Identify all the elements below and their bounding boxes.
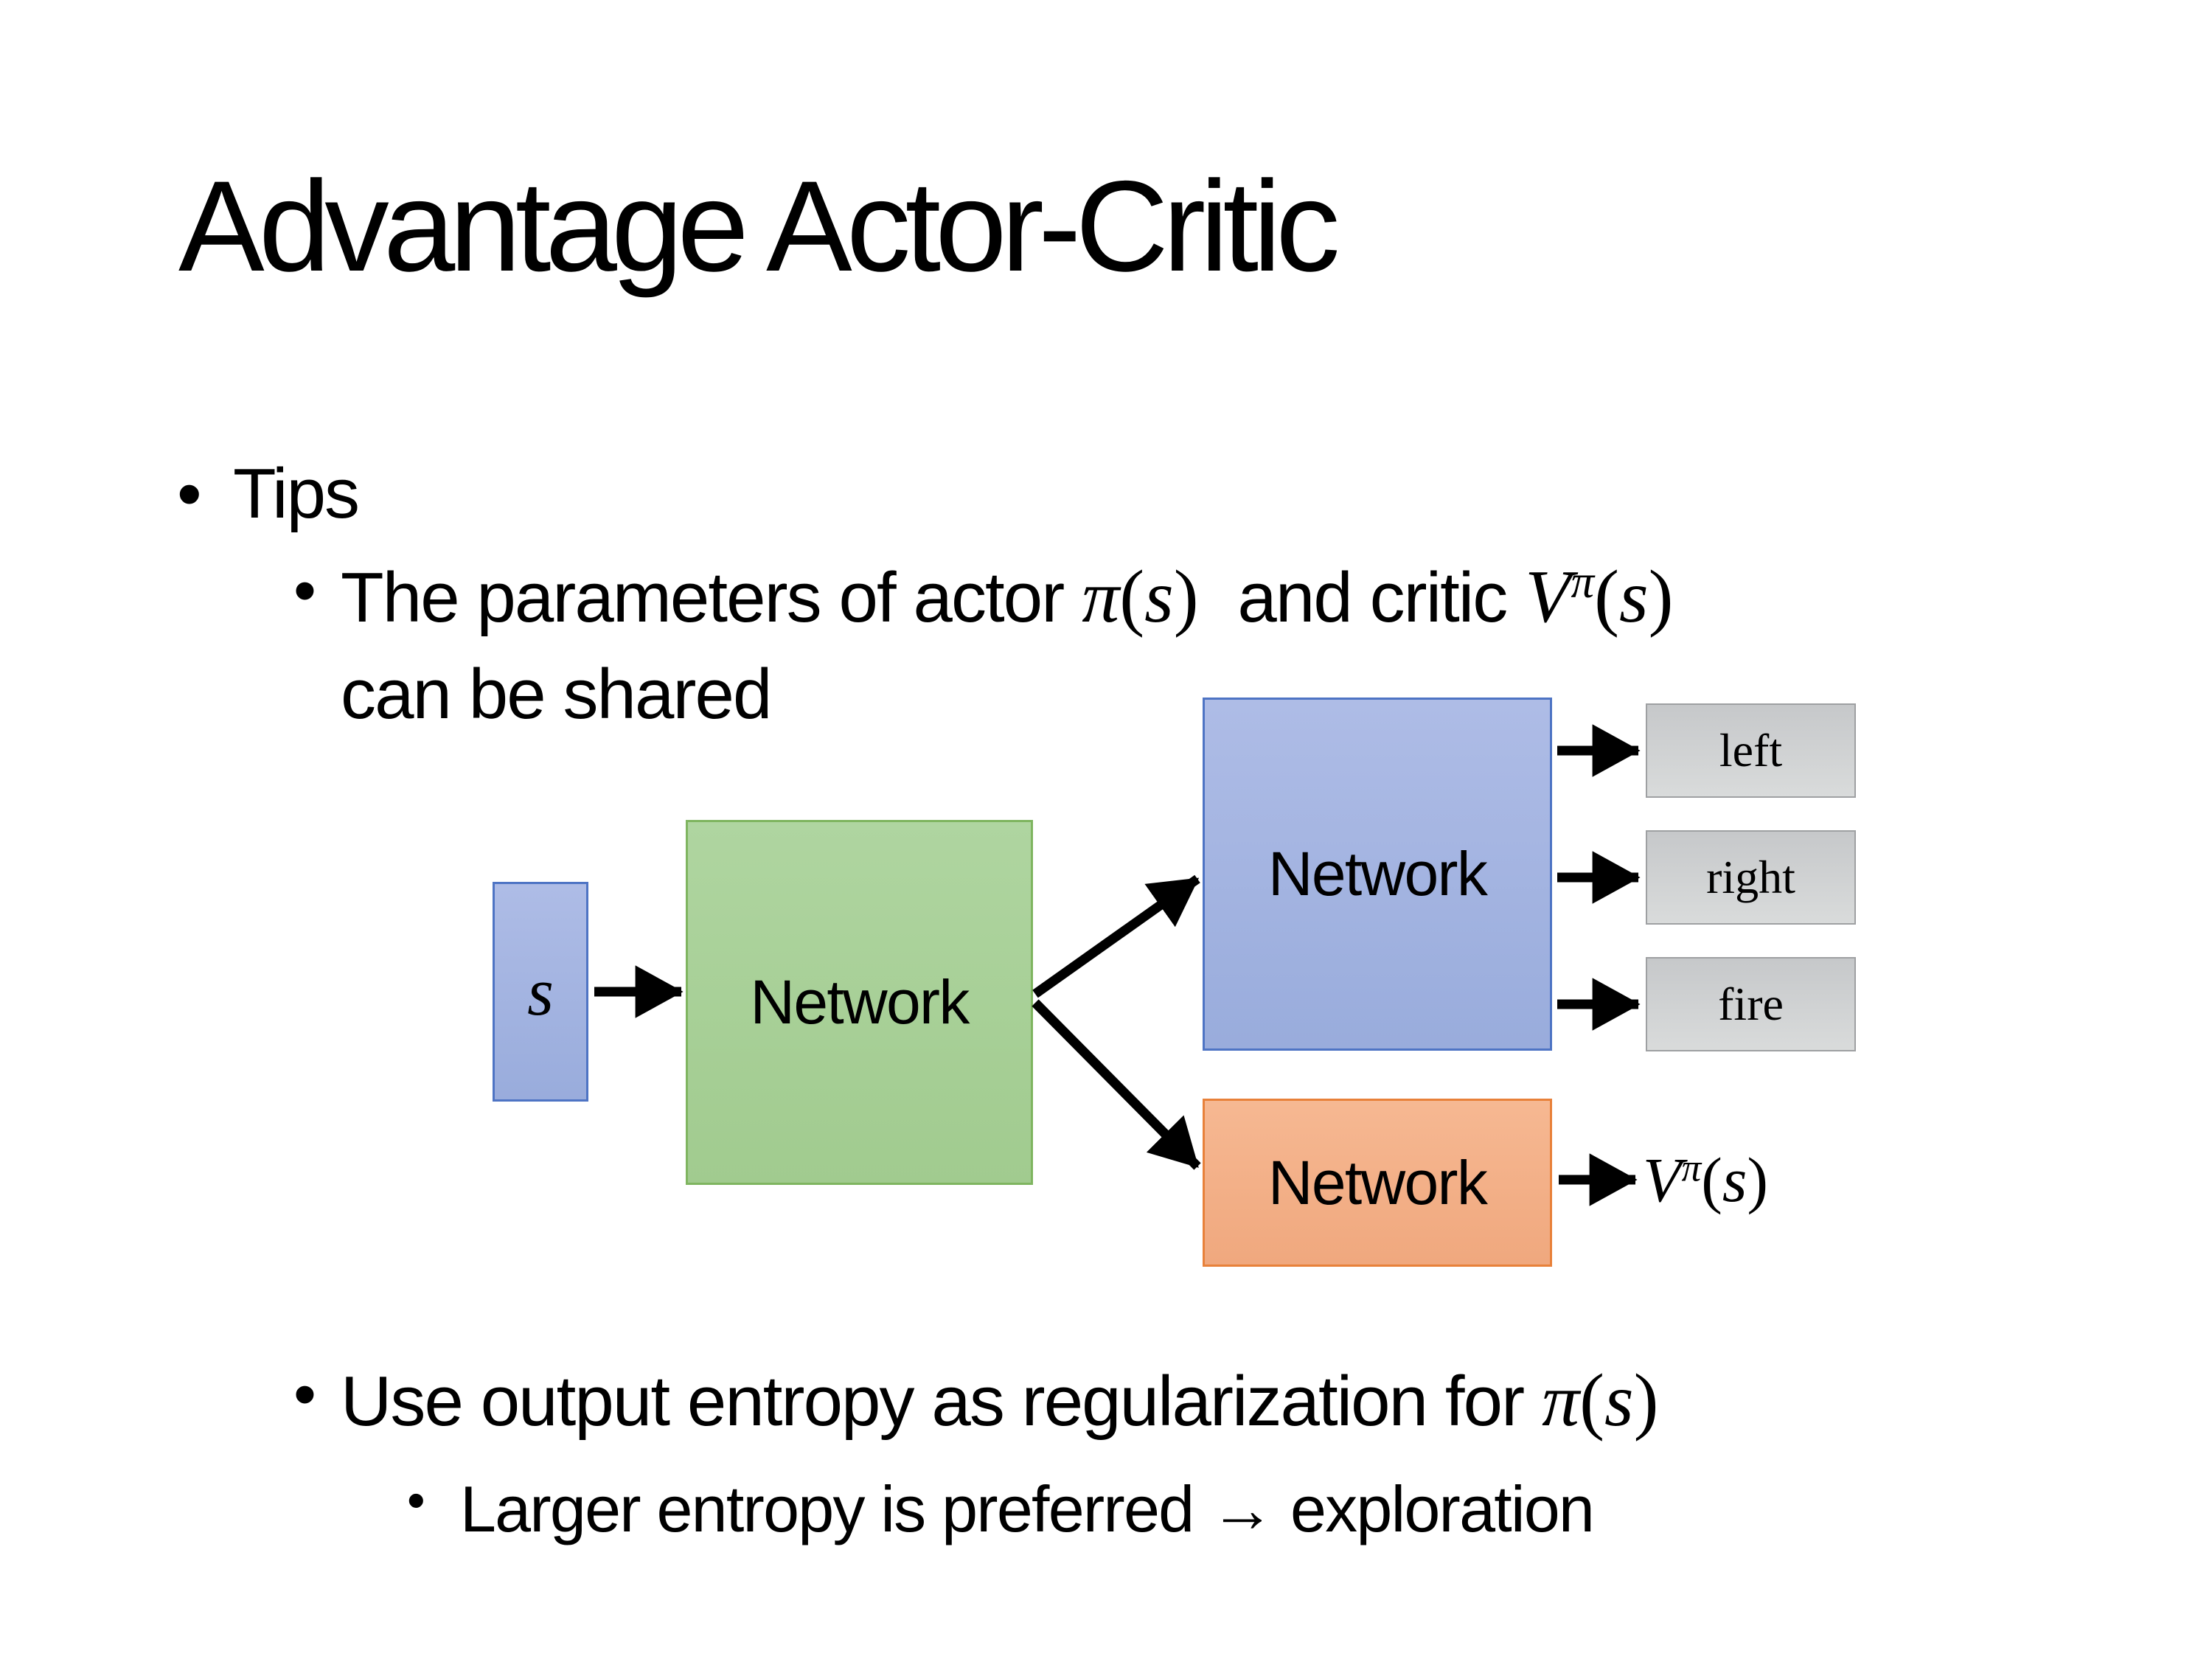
bullet-entropy-text: Use output entropy as regularization for… bbox=[341, 1351, 1658, 1451]
action-label: right bbox=[1706, 851, 1795, 903]
action-label: left bbox=[1719, 724, 1783, 776]
value-output-label: Vπ(s) bbox=[1643, 1121, 1768, 1239]
slide-title: Advantage Actor-Critic bbox=[178, 155, 1340, 299]
state-label: s bbox=[527, 954, 554, 1029]
math-pi-s: π(s) bbox=[1082, 555, 1199, 639]
bullet-shared-line2: can be shared bbox=[341, 655, 772, 734]
bullet-entropy-regularization: • Use output entropy as regularization f… bbox=[293, 1351, 1658, 1451]
action-label: fire bbox=[1718, 978, 1784, 1030]
math-v-pi-s: Vπ(s) bbox=[1643, 1144, 1769, 1215]
bullet-glyph: • bbox=[177, 454, 202, 533]
bullet-glyph: • bbox=[293, 1357, 316, 1430]
critic-network-box: Network bbox=[1203, 1099, 1552, 1267]
arrow-shared-to-actor bbox=[1032, 874, 1200, 998]
state-input-box: s bbox=[493, 882, 588, 1102]
entropy-text-before: Use output entropy as regularization for bbox=[341, 1362, 1525, 1441]
bullet-tips-label: Tips bbox=[233, 454, 360, 533]
shared-network-box: Network bbox=[686, 820, 1033, 1185]
shared-network-label: Network bbox=[750, 967, 970, 1037]
bullet-exploration: • Larger entropy is preferred → explorat… bbox=[407, 1466, 1595, 1553]
actor-network-label: Network bbox=[1267, 839, 1488, 908]
bullet-tips: • Tips bbox=[177, 447, 360, 542]
critic-network-label: Network bbox=[1267, 1147, 1488, 1217]
bullet-glyph: • bbox=[293, 554, 316, 627]
math-v-pi-s: Vπ(s) bbox=[1525, 555, 1674, 639]
actor-network-box: Network bbox=[1203, 698, 1552, 1051]
exploration-label: Larger entropy is preferred → exploratio… bbox=[460, 1472, 1595, 1545]
shared-text-before: The parameters of actor bbox=[341, 558, 1065, 637]
shared-text-mid: and critic bbox=[1237, 558, 1508, 637]
action-box-fire: fire bbox=[1646, 957, 1856, 1051]
bullet-glyph: • bbox=[407, 1471, 425, 1529]
math-pi-s: π(s) bbox=[1542, 1359, 1659, 1442]
action-box-right: right bbox=[1646, 830, 1856, 925]
action-box-left: left bbox=[1646, 703, 1856, 798]
arrow-shared-to-critic bbox=[1032, 999, 1201, 1170]
